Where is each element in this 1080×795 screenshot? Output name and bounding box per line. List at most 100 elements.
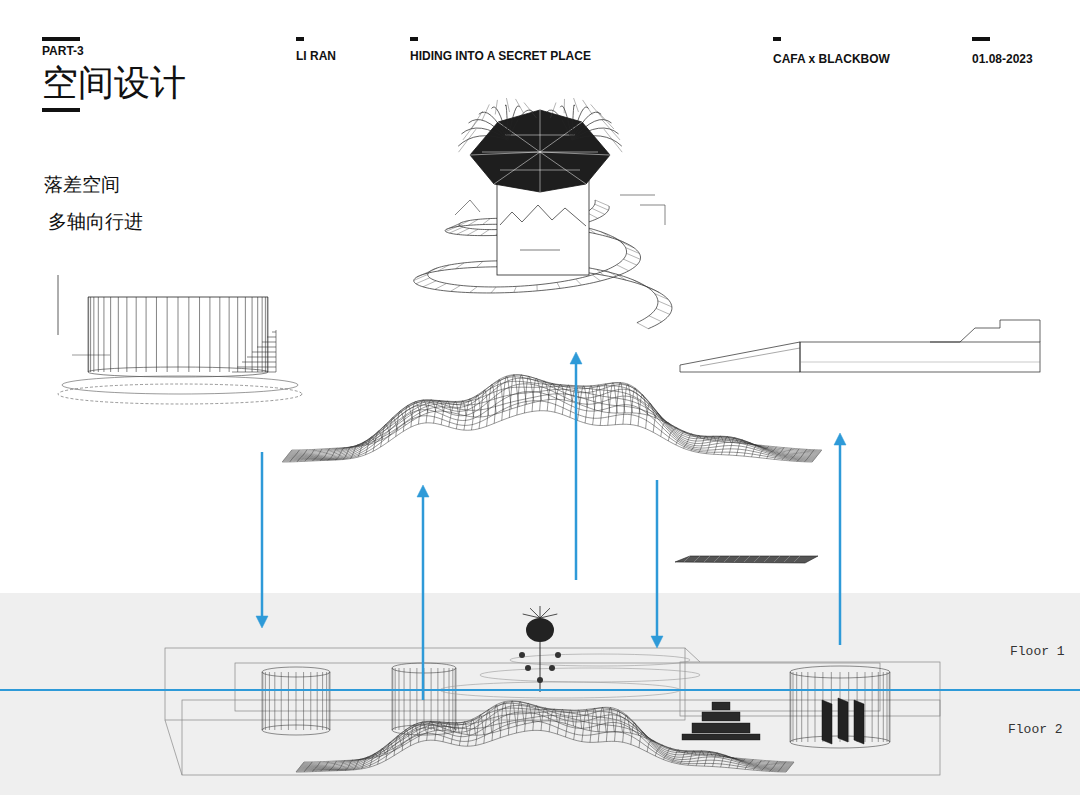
tier-block	[682, 734, 760, 740]
cylinder-line	[269, 672, 270, 730]
frond-leaf	[574, 98, 579, 112]
tower-line	[520, 250, 560, 251]
mesh-line	[361, 757, 369, 769]
column-line	[110, 297, 111, 372]
mesh-line	[615, 710, 623, 741]
mesh-line	[312, 449, 322, 461]
column-line	[199, 297, 200, 372]
cylinder-line	[815, 672, 816, 742]
arrow-shaft	[575, 362, 578, 580]
mesh-line	[320, 449, 330, 461]
frond-leaf	[471, 111, 483, 129]
mesh-line	[456, 401, 466, 429]
plane-hatch	[684, 556, 690, 562]
mesh-line	[524, 376, 534, 413]
mesh-line	[459, 722, 467, 746]
mesh-line	[786, 762, 794, 772]
mesh-line	[476, 715, 484, 746]
crown-line	[494, 152, 540, 184]
collaboration: CAFA x BLACKBOW	[773, 53, 890, 67]
cylinder-line	[404, 668, 405, 730]
mesh-line	[468, 719, 476, 746]
column-line	[88, 297, 89, 372]
ramp-step	[423, 281, 436, 287]
plane-hatch	[704, 556, 710, 562]
disk-plate	[480, 668, 700, 682]
cylinder-line	[443, 668, 444, 730]
mesh-line	[282, 450, 292, 462]
column-line	[219, 297, 220, 372]
ramp-step	[455, 263, 464, 269]
plane-hatch	[724, 556, 730, 562]
ramp-step	[457, 221, 469, 227]
ramp-step	[469, 287, 477, 293]
mesh-line	[328, 448, 338, 460]
terrain-mesh	[282, 375, 822, 462]
stair-step	[232, 372, 276, 373]
mesh-line	[533, 706, 541, 731]
drawings	[0, 98, 1080, 775]
mesh-line	[737, 759, 745, 769]
column-line	[93, 297, 94, 372]
column-line	[188, 297, 189, 372]
frond-leaf	[506, 98, 509, 112]
cylinder-line	[392, 668, 393, 730]
column-line	[229, 297, 230, 372]
edge-line	[58, 275, 59, 335]
ramp-step	[476, 261, 482, 267]
mesh-line	[410, 725, 418, 746]
tower-peaks	[500, 205, 586, 226]
frond-leaf	[604, 129, 622, 152]
column-line	[267, 297, 268, 372]
mesh-line	[484, 710, 492, 744]
cylinder-line	[398, 668, 399, 730]
stair-side	[276, 330, 277, 372]
mesh-line	[298, 712, 788, 770]
crown-line	[540, 110, 541, 152]
part-number: PART-3	[42, 45, 84, 59]
cylinder-line	[878, 672, 879, 742]
mesh-line	[298, 705, 788, 769]
cylinder-volume	[262, 667, 330, 735]
mesh-line	[285, 384, 815, 459]
frond-leaf	[564, 99, 565, 113]
frond-leaf	[459, 129, 477, 152]
mesh-line	[778, 762, 786, 772]
mesh-line	[570, 386, 580, 418]
side-detail	[455, 200, 480, 215]
cylinder-line	[265, 672, 266, 730]
crown-line	[505, 135, 575, 136]
tree-bead	[525, 665, 531, 671]
flow-arrow	[651, 480, 663, 648]
mesh-line	[525, 703, 533, 731]
ramp-step	[514, 286, 517, 292]
ramp-step	[649, 316, 662, 322]
palm-fan	[458, 98, 536, 152]
stair-step	[247, 357, 276, 358]
mesh-line	[418, 400, 428, 424]
mesh-line	[329, 761, 337, 771]
floor-axis-line	[0, 689, 1080, 691]
mesh-line	[304, 762, 312, 772]
stair-step	[257, 347, 276, 348]
cylinder-line	[790, 672, 791, 742]
plane-hatch	[714, 556, 720, 562]
column-line	[209, 297, 210, 372]
cylinder-line	[303, 672, 304, 730]
tree-trunk	[540, 642, 541, 692]
cylinder-line	[790, 672, 791, 742]
header-bar	[42, 108, 80, 112]
mesh-line	[680, 751, 688, 764]
building-block	[800, 342, 1040, 372]
cylinder-line	[437, 668, 438, 730]
cylinder-line	[455, 668, 456, 730]
palm-frond	[508, 110, 533, 140]
stair-step	[272, 332, 276, 333]
mesh-line	[759, 446, 769, 458]
crown-line	[482, 152, 598, 153]
mesh-line	[762, 761, 770, 771]
crown-line	[540, 152, 586, 184]
mesh-line	[394, 736, 402, 756]
page-title: 空间设计	[42, 62, 186, 103]
plane-hatch	[784, 556, 790, 562]
